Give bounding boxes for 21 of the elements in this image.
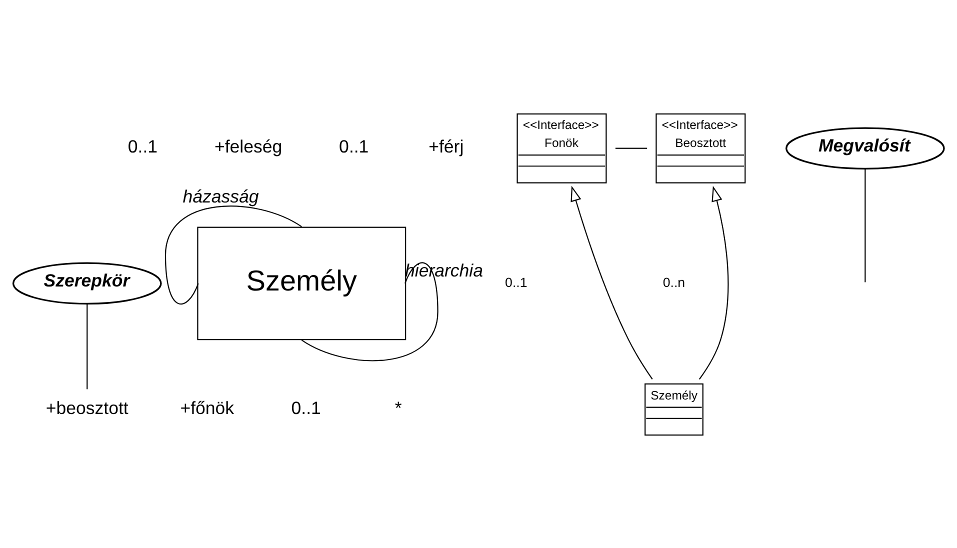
label: +feleség	[214, 136, 282, 156]
arrow	[570, 185, 653, 380]
connector	[164, 205, 302, 304]
label: 0..1	[291, 397, 321, 418]
node-ellipse: Megvalósít	[786, 126, 945, 169]
node-box: Személy	[197, 226, 406, 340]
connector	[864, 168, 866, 282]
connector	[615, 147, 648, 148]
connector	[301, 262, 438, 361]
label: 0..1	[339, 136, 369, 156]
label: 0..1	[505, 274, 528, 290]
arrow	[698, 185, 729, 380]
node-text: +beosztott	[46, 397, 128, 418]
edge-label: házasság	[182, 186, 259, 206]
label: +főnök	[180, 397, 234, 418]
label: +férj	[428, 136, 464, 156]
label: *	[394, 397, 402, 418]
label: 0..1	[128, 136, 158, 156]
label: 0..n	[662, 274, 686, 290]
connector	[86, 303, 88, 389]
node-ellipse: Szerepkör	[12, 262, 162, 304]
